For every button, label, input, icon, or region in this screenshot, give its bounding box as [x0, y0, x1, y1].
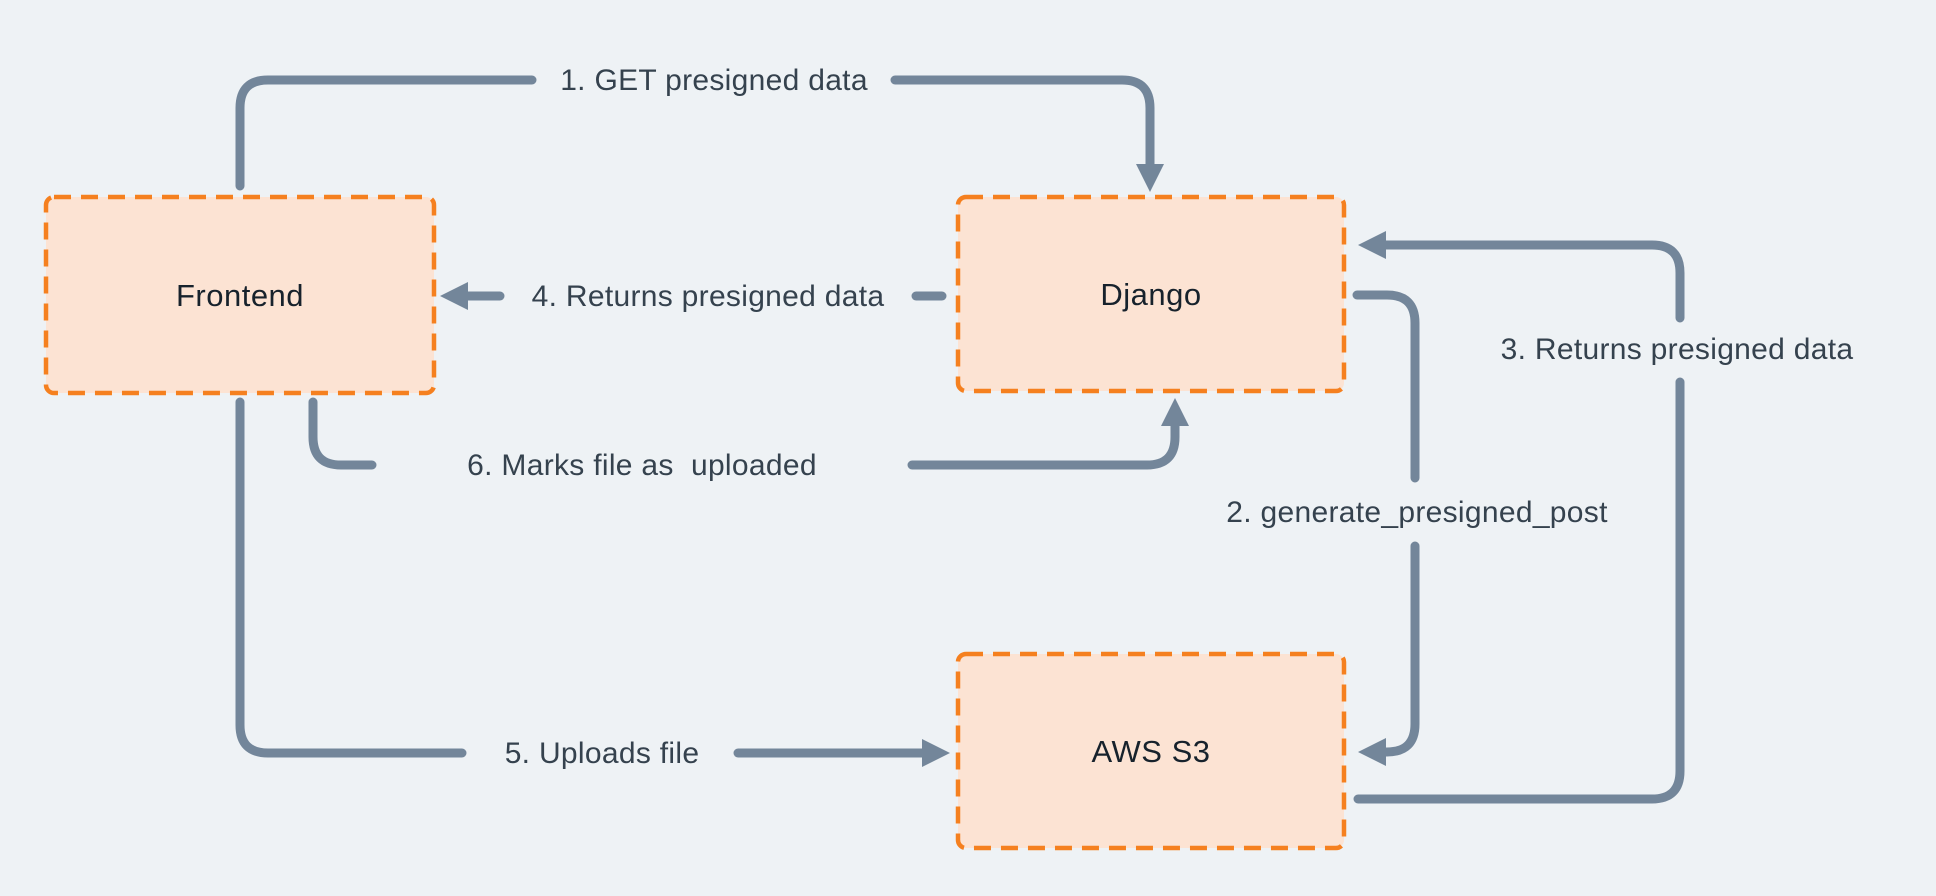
- edge-step-5-label: 5. Uploads file: [504, 737, 700, 770]
- node-django-label: Django: [1100, 277, 1202, 312]
- node-aws-s3-box: [955, 651, 1347, 851]
- edge-step-5-arrowhead-icon: [922, 739, 950, 767]
- node-django-box: [955, 194, 1347, 394]
- node-frontend-box: [43, 194, 437, 396]
- edge-step-6-label: 6. Marks file as uploaded: [467, 449, 817, 482]
- edge-step-1-label: 1. GET presigned data: [560, 64, 868, 97]
- edge-step-2-label: 2. generate_presigned_post: [1226, 496, 1608, 529]
- node-frontend-label: Frontend: [175, 278, 305, 313]
- edge-step-5-segment-a: [235, 397, 467, 758]
- edge-step-2-segment-b: [1381, 541, 1420, 757]
- node-aws-s3-label: AWS S3: [1091, 734, 1211, 769]
- edge-step-3-label: 3. Returns presigned data: [1500, 333, 1854, 366]
- edge-step-4-label: 4. Returns presigned data: [531, 280, 885, 313]
- edge-step-3-segment-a: [1353, 377, 1685, 804]
- edge-step-3-segment-b: [1381, 240, 1685, 323]
- edge-step-2-arrowhead-icon: [1358, 738, 1386, 766]
- edge-step-4-arrowhead-icon: [440, 282, 468, 310]
- edge-step-6-arrowhead-icon: [1161, 398, 1189, 426]
- edge-step-1-segment-b: [890, 75, 1155, 169]
- edge-step-3-arrowhead-icon: [1358, 231, 1386, 259]
- edge-step-6-segment-b: [907, 419, 1180, 470]
- edge-step-1-segment-a: [235, 75, 537, 191]
- edge-step-2-segment-a: [1352, 290, 1420, 483]
- edge-step-1-arrowhead-icon: [1136, 164, 1164, 192]
- edge-step-6-segment-a: [308, 397, 377, 470]
